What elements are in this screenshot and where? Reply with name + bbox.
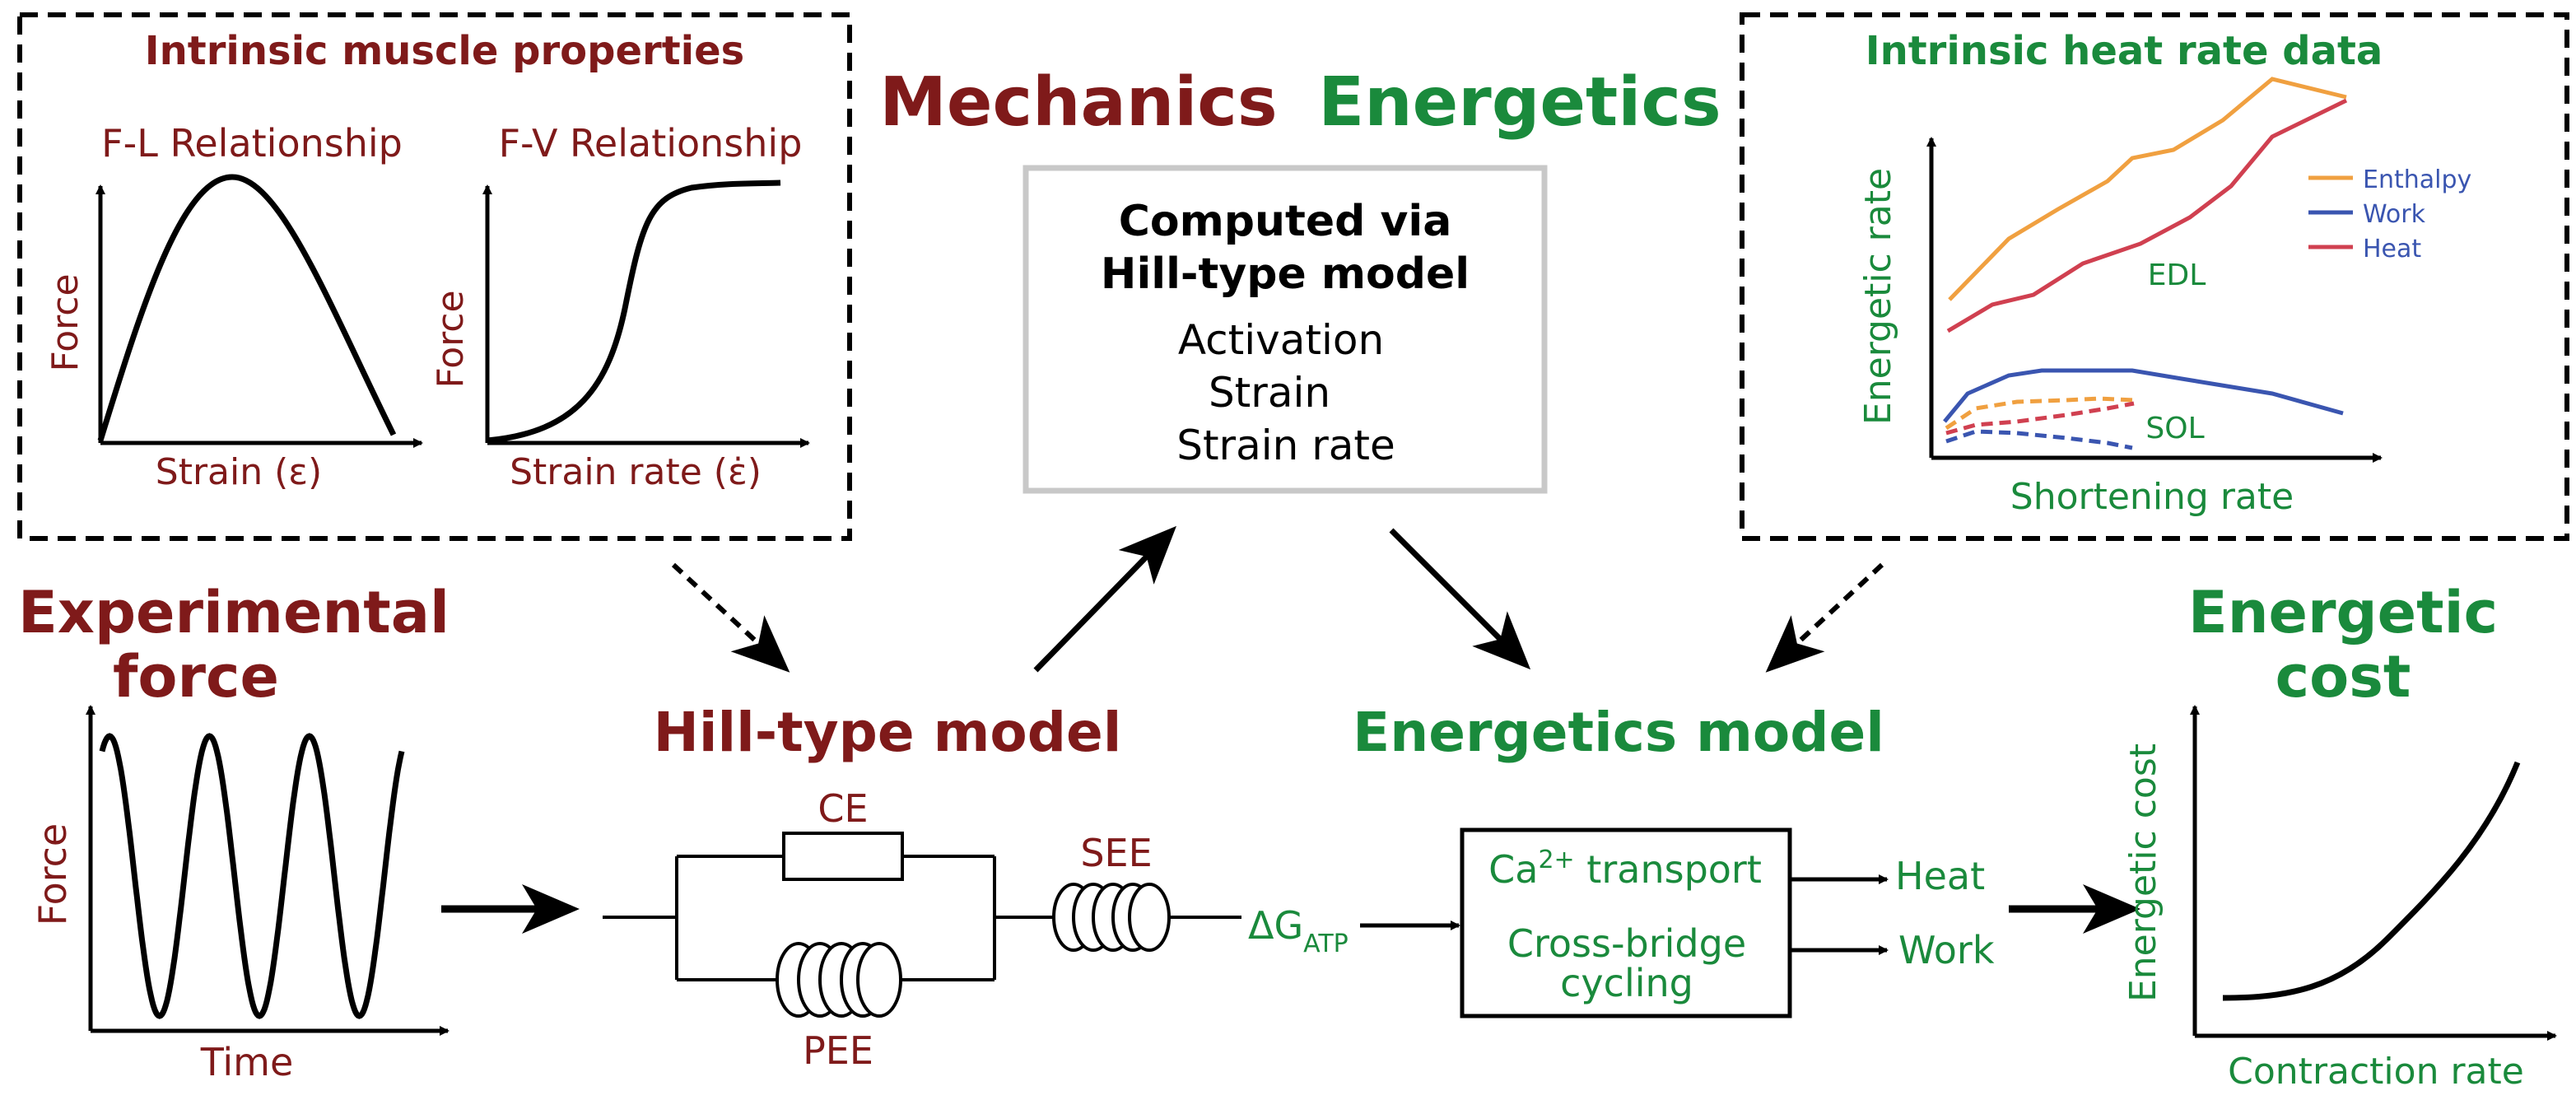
crossbridge-line1: Cross-bridge	[1507, 921, 1746, 966]
experimental-title-line2: force	[113, 643, 279, 711]
edl-label: EDL	[2148, 259, 2206, 292]
exp-xlabel: Time	[200, 1040, 294, 1084]
computed-item-strain-rate: Strain rate	[1176, 422, 1395, 469]
fv-ylabel: Force	[430, 290, 472, 388]
fl-ylabel: Force	[44, 273, 86, 371]
computed-item-strain: Strain	[1209, 369, 1330, 417]
computed-line2: Hill-type model	[1101, 249, 1470, 299]
cost-title-line2: cost	[2276, 643, 2411, 711]
arrow-computed-to-energetics	[1389, 528, 1531, 670]
output-work-label: Work	[1898, 928, 1995, 972]
experimental-title-line1: Experimental	[18, 579, 450, 646]
cost-title-line1: Energetic	[2188, 579, 2498, 646]
intrinsic-muscle-box	[17, 12, 852, 541]
legend-work-label: Work	[2363, 200, 2426, 229]
ce-label: CE	[818, 786, 868, 831]
energetics-model-box	[1460, 827, 1792, 1018]
fl-curve	[97, 174, 397, 442]
fv-curve	[487, 179, 781, 444]
fv-title: F-V Relationship	[499, 121, 803, 165]
hill-model-schematic	[603, 832, 1241, 981]
work-sol-dashed	[1945, 429, 2133, 450]
crossbridge-line2: cycling	[1560, 961, 1693, 1005]
work-sol-line	[1943, 368, 2344, 423]
mechanics-heading: Mechanics	[879, 63, 1277, 142]
hill-model-title: Hill-type model	[654, 701, 1122, 764]
dotted-arrow-to-energetics	[1765, 562, 1884, 673]
cost-curve	[2222, 761, 2521, 1001]
enthalpy-sol-dashed	[1945, 396, 2135, 431]
heat-sol-dashed	[1945, 401, 2135, 436]
cost-xlabel: Contraction rate	[2228, 1051, 2524, 1093]
computed-box	[1022, 165, 1548, 494]
energetics-model-title: Energetics model	[1353, 701, 1884, 764]
pee-label: PEE	[803, 1028, 873, 1073]
see-spring-icon	[1052, 883, 1171, 952]
fv-xlabel: Strain rate (ε̇)	[510, 451, 762, 493]
output-heat-label: Heat	[1895, 854, 1985, 898]
energetics-heading: Energetics	[1318, 63, 1721, 142]
heat-edl-line	[1946, 98, 2348, 333]
see-label: SEE	[1080, 831, 1152, 875]
dg-atp-label: ΔGATP	[1248, 903, 1349, 958]
sol-label: SOL	[2145, 412, 2204, 445]
ca-transport-label: Ca2+ transport	[1488, 846, 1762, 892]
intrinsic-muscle-title: Intrinsic muscle properties	[145, 28, 745, 74]
heat-rate-box	[1740, 12, 2569, 541]
legend-enthalpy-label: Enthalpy	[2363, 165, 2471, 194]
cost-ylabel: Energetic cost	[2122, 743, 2164, 1002]
enthalpy-edl-line	[1948, 77, 2347, 301]
legend-heat-label: Heat	[2363, 235, 2421, 263]
exp-sine-curve	[99, 733, 405, 1019]
pee-spring-icon	[776, 942, 902, 1018]
arrow-hill-to-computed	[1033, 525, 1176, 673]
dotted-arrow-to-hill	[671, 562, 790, 673]
computed-item-activation: Activation	[1178, 316, 1384, 364]
computed-line1: Computed via	[1119, 197, 1452, 246]
heat-rate-title: Intrinsic heat rate data	[1866, 28, 2383, 74]
fl-title: F-L Relationship	[101, 121, 403, 165]
exp-ylabel: Force	[30, 823, 75, 925]
fl-xlabel: Strain (ε)	[156, 451, 322, 493]
heat-xlabel: Shortening rate	[2010, 476, 2294, 518]
heat-ylabel: Energetic rate	[1857, 168, 1899, 425]
